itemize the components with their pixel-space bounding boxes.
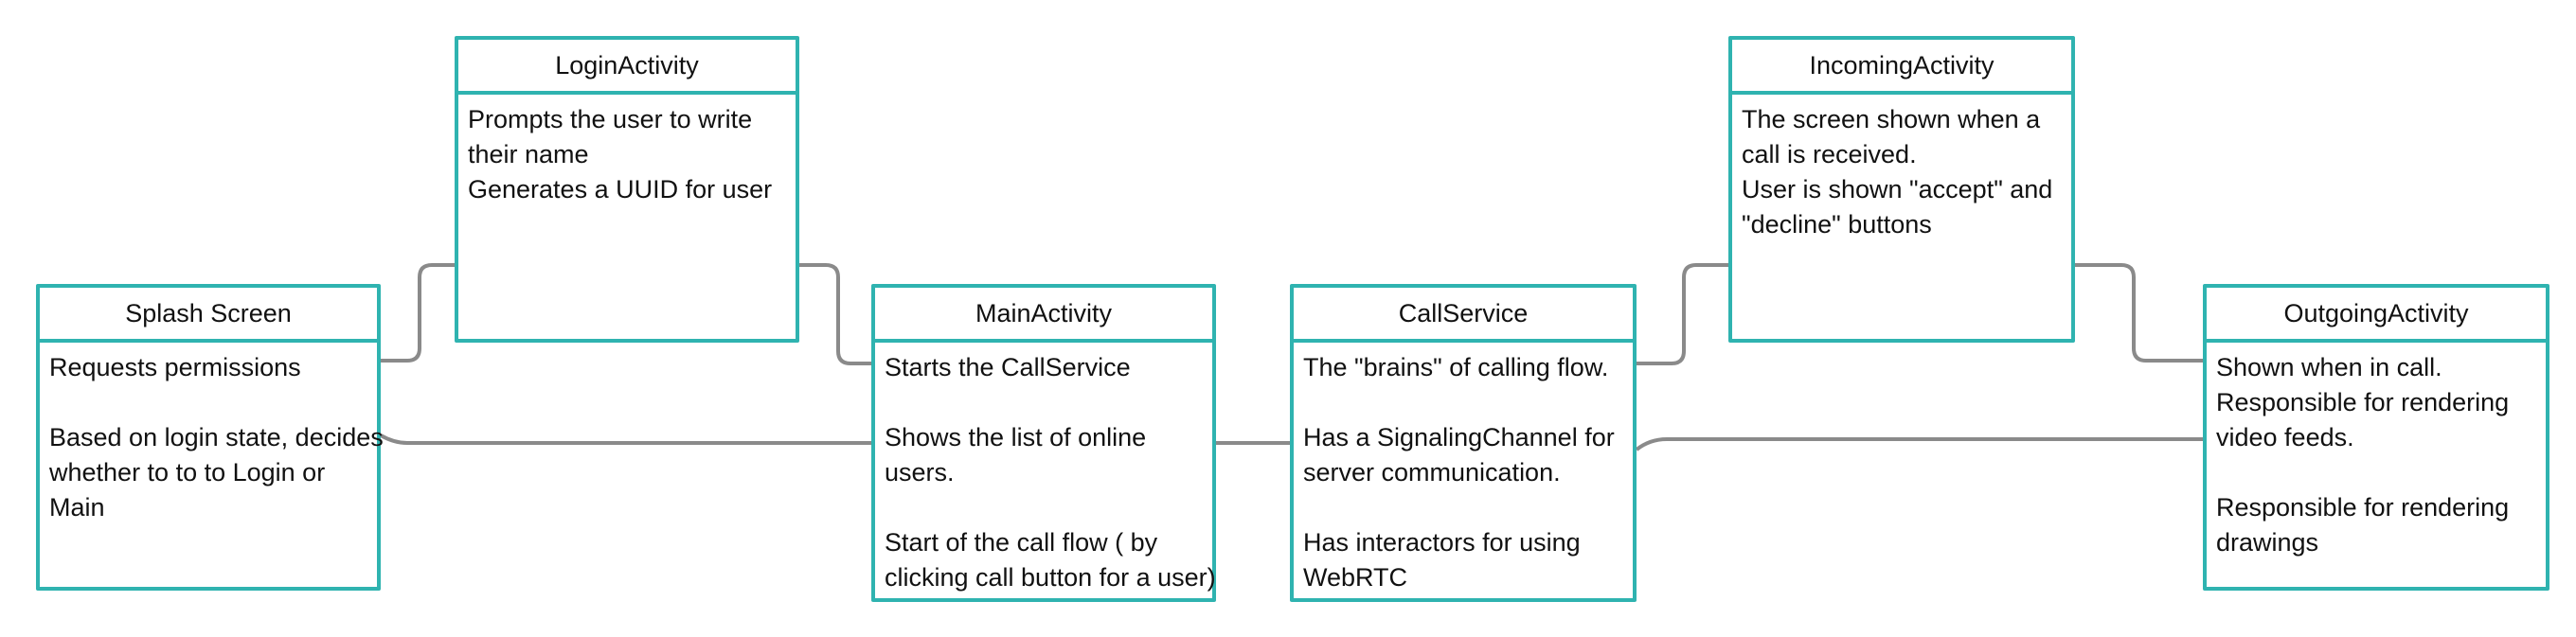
connector-incoming-outgoing	[2075, 263, 2212, 363]
description-line	[49, 385, 367, 420]
description-line: whether to to to Login or	[49, 458, 326, 487]
connector-callservice-outgoing	[1635, 437, 2212, 451]
description-line: their name	[468, 140, 589, 168]
node-title: IncomingActivity	[1732, 40, 2071, 95]
description-line: video feeds.	[2216, 423, 2354, 451]
node-description: The screen shown when a call is received…	[1732, 95, 2071, 250]
connector-splash-login	[381, 263, 458, 363]
description-line: Based on login state, decides	[49, 423, 384, 451]
description-line: "decline" buttons	[1742, 210, 1932, 239]
node-description: Requests permissions Based on login stat…	[40, 343, 384, 533]
description-line: WebRTC	[1303, 563, 1408, 592]
description-line	[885, 490, 1203, 525]
node-description: Shown when in call. Responsible for rend…	[2207, 343, 2546, 568]
node-description: The "brains" of calling flow. Has a Sign…	[1294, 343, 1633, 603]
splash-screen-box[interactable]: Splash Screen Requests permissions Based…	[36, 284, 384, 591]
description-line: The screen shown when a	[1742, 105, 2041, 133]
description-line: server communication.	[1303, 458, 1561, 487]
node-description: Prompts the user to write their name Gen…	[458, 95, 796, 215]
incoming-activity-box[interactable]: IncomingActivity The screen shown when a…	[1728, 36, 2075, 343]
description-line: Shown when in call.	[2216, 353, 2442, 381]
description-line: Generates a UUID for user	[468, 175, 773, 203]
description-line: Has interactors for using	[1303, 528, 1581, 557]
login-activity-box[interactable]: LoginActivity Prompts the user to write …	[455, 36, 799, 343]
description-line: Responsible for rendering	[2216, 493, 2510, 522]
description-line: Prompts the user to write	[468, 105, 753, 133]
description-line	[2216, 455, 2536, 490]
description-line	[885, 385, 1203, 420]
main-activity-box[interactable]: MainActivity Starts the CallService Show…	[871, 284, 1216, 602]
node-title: CallService	[1294, 288, 1633, 343]
description-line: Has a SignalingChannel for	[1303, 423, 1615, 451]
description-line: Shows the list of online	[885, 423, 1147, 451]
node-title: Splash Screen	[40, 288, 377, 343]
description-line: Start of the call flow ( by	[885, 528, 1158, 557]
description-line: Requests permissions	[49, 353, 301, 381]
description-line: Main	[49, 493, 105, 522]
description-line	[1303, 385, 1623, 420]
connector-callservice-incoming	[1637, 263, 1734, 365]
description-line: clicking call button for a user)	[885, 563, 1216, 592]
description-line: call is received.	[1742, 140, 1917, 168]
description-line: User is shown "accept" and	[1742, 175, 2053, 203]
description-line: Starts the CallService	[885, 353, 1131, 381]
description-line: drawings	[2216, 528, 2319, 557]
node-title: MainActivity	[875, 288, 1212, 343]
connector-splash-main	[380, 434, 875, 445]
description-line	[1303, 490, 1623, 525]
node-title: LoginActivity	[458, 40, 796, 95]
call-service-box[interactable]: CallService The "brains" of calling flow…	[1290, 284, 1637, 602]
description-line: The "brains" of calling flow.	[1303, 353, 1609, 381]
description-line: Responsible for rendering	[2216, 388, 2510, 416]
outgoing-activity-box[interactable]: OutgoingActivity Shown when in call. Res…	[2203, 284, 2549, 591]
description-line: users.	[885, 458, 955, 487]
connector-login-main	[799, 263, 875, 365]
node-title: OutgoingActivity	[2207, 288, 2546, 343]
node-description: Starts the CallService Shows the list of…	[875, 343, 1216, 603]
